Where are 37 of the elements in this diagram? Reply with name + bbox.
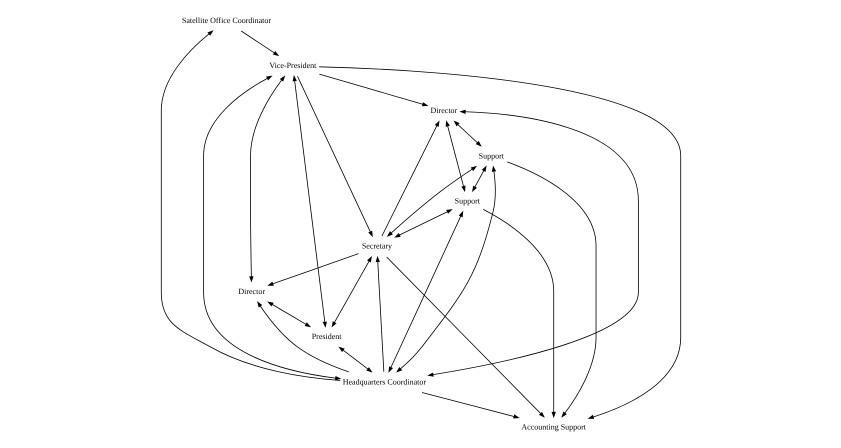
- arrow: [160, 30, 340, 381]
- node-text: President: [311, 332, 341, 342]
- arrow: [266, 302, 311, 328]
- arrow: [266, 253, 358, 286]
- arrow: [202, 76, 341, 380]
- node-text: Satellite Office Coordinator: [181, 16, 271, 25]
- arrow: [396, 165, 496, 373]
- node-text: Director: [238, 286, 264, 296]
- arrow: [386, 166, 477, 237]
- node-text: Headquarters Coordinator: [342, 377, 426, 386]
- arrow: [472, 166, 486, 192]
- arrow: [375, 256, 384, 372]
- arrow: [318, 74, 428, 106]
- node-text: Director: [430, 106, 457, 116]
- arrow: [296, 76, 372, 238]
- node-text: Support: [454, 196, 480, 206]
- arrow: [445, 120, 466, 192]
- arrow: [426, 110, 638, 377]
- arrow: [318, 66, 681, 419]
- arrow: [482, 208, 556, 418]
- arrow: [240, 30, 279, 56]
- arrow: [292, 74, 326, 328]
- arrow: [506, 162, 596, 418]
- arrow: [256, 301, 349, 372]
- arrow: [338, 346, 372, 373]
- arrow: [388, 210, 463, 373]
- arrow: [380, 120, 439, 237]
- node-text: Secretary: [361, 242, 392, 251]
- arrow: [386, 256, 544, 418]
- node-text: Support: [478, 151, 504, 160]
- arrow: [248, 75, 285, 283]
- arrow: [453, 120, 482, 147]
- arrow: [394, 209, 452, 238]
- arrow: [331, 256, 372, 328]
- node-text: Vice-President: [268, 60, 316, 70]
- node-text: Accounting Support: [520, 422, 586, 432]
- arrow: [421, 392, 520, 418]
